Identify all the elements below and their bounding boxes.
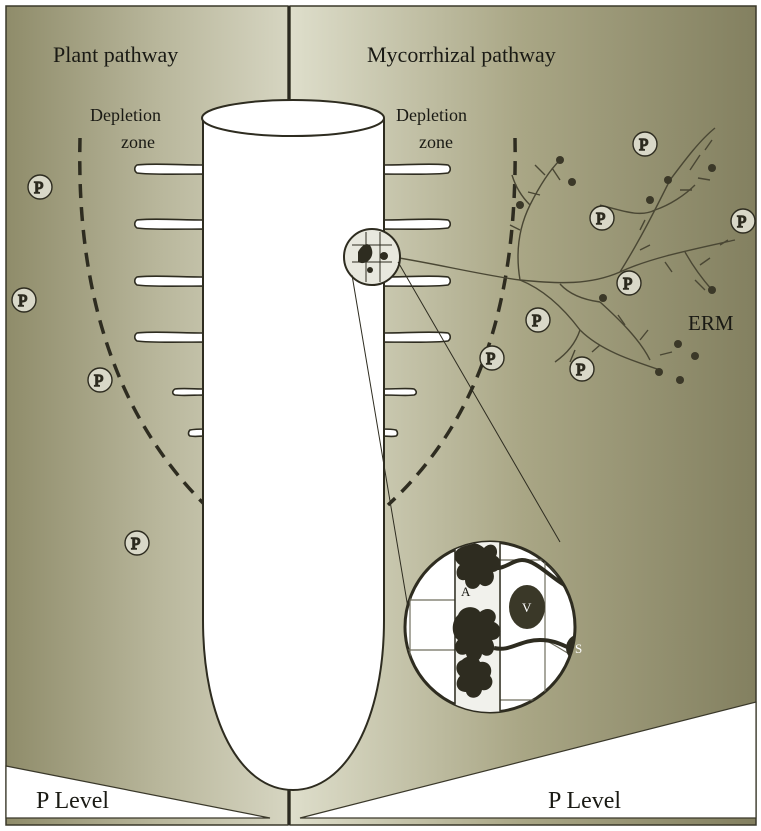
- phosphate-marker: P: [125, 531, 149, 555]
- phosphate-marker: P: [617, 271, 641, 295]
- phosphate-marker: P: [731, 209, 755, 233]
- phosphate-marker: P: [12, 288, 36, 312]
- svg-text:P: P: [576, 360, 585, 379]
- svg-text:P: P: [532, 311, 541, 330]
- phosphate-marker: P: [590, 206, 614, 230]
- phosphate-marker: P: [633, 132, 657, 156]
- svg-text:P: P: [623, 274, 632, 293]
- left-depletion-zone-label: Depletion: [90, 105, 161, 125]
- right-p-level-label: P Level: [548, 788, 621, 814]
- svg-text:P: P: [34, 178, 43, 197]
- phosphate-marker: P: [28, 175, 52, 199]
- spore-label: S: [575, 641, 582, 656]
- root-top: [202, 100, 384, 136]
- arbuscule-label: A: [461, 584, 471, 599]
- svg-text:P: P: [94, 371, 103, 390]
- right-depletion-zone-label: Depletion: [396, 105, 467, 125]
- mycorrhizal-pathway-title: Mycorrhizal pathway: [367, 42, 556, 67]
- erm-label: ERM: [688, 311, 734, 335]
- phosphate-marker: P: [570, 357, 594, 381]
- svg-text:P: P: [486, 349, 495, 368]
- plant-pathway-title: Plant pathway: [53, 42, 178, 67]
- root: [203, 118, 384, 790]
- svg-text:P: P: [18, 291, 27, 310]
- svg-text:P: P: [639, 135, 648, 154]
- phosphate-marker: P: [526, 308, 550, 332]
- phosphate-marker: P: [88, 368, 112, 392]
- phosphate-marker: P: [480, 346, 504, 370]
- svg-text:P: P: [131, 534, 140, 553]
- vesicle-label: V: [522, 600, 532, 615]
- left-depletion-zone-label-2: zone: [121, 132, 155, 152]
- right-depletion-zone-label-2: zone: [419, 132, 453, 152]
- svg-text:P: P: [737, 212, 746, 231]
- left-p-level-label: P Level: [36, 788, 109, 814]
- svg-text:P: P: [596, 209, 605, 228]
